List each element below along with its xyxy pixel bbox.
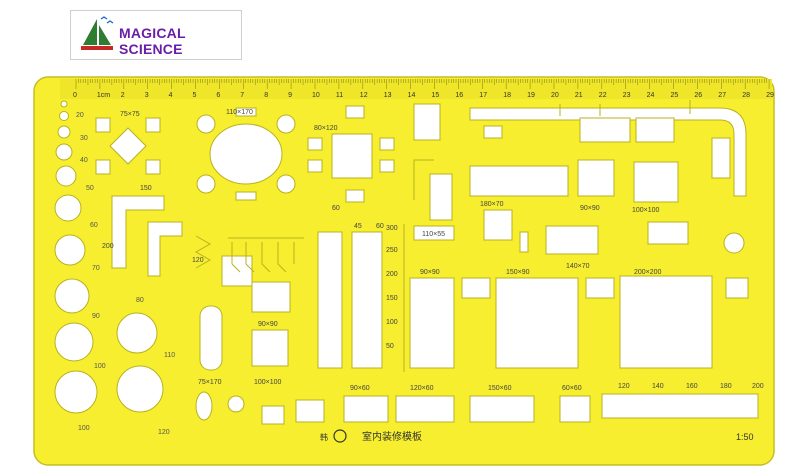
ruler-number: 1cm: [97, 92, 110, 99]
brand-logo: MAGICAL SCIENCE: [70, 10, 242, 60]
ruler-number: 27: [718, 92, 726, 99]
label: 200: [102, 243, 114, 250]
oval-table-cutout: [196, 107, 296, 201]
stencil-title: 室内装修模板: [362, 430, 422, 443]
circle-label: 100: [94, 363, 106, 370]
label: 80×120: [314, 125, 338, 132]
zigzag-cutout: [194, 235, 212, 269]
label: 150×60: [488, 385, 512, 392]
ruler-number: 12: [360, 92, 368, 99]
circle-label: 30: [80, 135, 88, 142]
ruler-number: 20: [551, 92, 559, 99]
label: 110×55: [422, 231, 445, 238]
ruler-number: 6: [216, 92, 220, 99]
ruler-number: 25: [671, 92, 679, 99]
label: 140: [652, 383, 664, 390]
ruler-number: 13: [384, 92, 392, 99]
label: 90×60: [350, 385, 370, 392]
label: 100: [386, 319, 398, 326]
ruler-number: 8: [264, 92, 268, 99]
ruler-number: 24: [647, 92, 655, 99]
label: 150: [140, 185, 152, 192]
ruler-number: 7: [240, 92, 244, 99]
label: 75×170: [198, 379, 222, 386]
ruler-number: 17: [479, 92, 487, 99]
ruler-number: 11: [336, 92, 343, 99]
label: 180×70: [480, 201, 504, 208]
l-shape-cutout: [111, 195, 165, 269]
label: 120: [618, 383, 630, 390]
label: 150×90: [506, 269, 530, 276]
circle-label: 110: [164, 352, 175, 359]
ruler-number: 5: [193, 92, 197, 99]
circle-label: 20: [76, 112, 84, 119]
ruler-number: 21: [575, 92, 583, 99]
label: 120×60: [410, 385, 434, 392]
ruler-ticks: [75, 79, 770, 89]
label: 50: [386, 343, 394, 350]
ruler-number: 29: [766, 92, 774, 99]
label: 100×100: [632, 207, 660, 214]
l-shape-small-cutout: [147, 221, 183, 277]
label: 110×170: [226, 109, 253, 116]
circle-label: 120: [158, 429, 170, 436]
sofa-c-cutout: [429, 173, 453, 221]
label: 90×90: [258, 321, 278, 328]
ruler-number: 18: [503, 92, 511, 99]
label: 75×75: [120, 111, 140, 118]
circle-label: 100: [78, 425, 90, 432]
label: 140×70: [566, 263, 590, 270]
scale-label: 1:50: [736, 432, 754, 442]
dining-table-cutout: [307, 105, 395, 203]
circle-label: 90: [92, 313, 100, 320]
label: 160: [686, 383, 698, 390]
maker-logo-icon: [333, 429, 347, 443]
ruler-number: 15: [432, 92, 440, 99]
label: 200×200: [634, 269, 662, 276]
label: 90×90: [580, 205, 600, 212]
ruler-number: 2: [121, 92, 125, 99]
ruler-number: 4: [169, 92, 173, 99]
square-table-cutout: [95, 117, 161, 175]
label: 180: [720, 383, 732, 390]
label: 60: [376, 223, 384, 230]
label: 90×90: [420, 269, 440, 276]
label: 60: [332, 205, 340, 212]
circle-label: 40: [80, 157, 88, 164]
ruler-number: 3: [145, 92, 149, 99]
label: 200: [386, 271, 398, 278]
ruler-number: 23: [623, 92, 631, 99]
ruler-number: 28: [742, 92, 750, 99]
label: 45: [354, 223, 362, 230]
ruler-number: 26: [694, 92, 702, 99]
ruler-number: 0: [73, 92, 77, 99]
ruler-number: 14: [408, 92, 416, 99]
chair-symbols: [228, 100, 691, 273]
label: 120: [192, 257, 204, 264]
circle-label: 60: [90, 222, 98, 229]
label: 300: [386, 225, 398, 232]
ruler-number: 9: [288, 92, 292, 99]
brand-name: MAGICAL SCIENCE: [119, 25, 186, 57]
label: 100×100: [254, 379, 282, 386]
label: 200: [752, 383, 764, 390]
sofa-l-cutout: [469, 107, 747, 197]
ruler-number: 10: [312, 92, 320, 99]
label: 60×60: [562, 385, 582, 392]
circle-templates: [54, 100, 164, 414]
ruler-strip: [60, 79, 772, 99]
ruler-number: 19: [527, 92, 535, 99]
ruler-number: 16: [455, 92, 463, 99]
maker-mark: 韩: [320, 432, 328, 442]
sailboat-icon: [81, 16, 114, 50]
label: 250: [386, 247, 398, 254]
circle-label: 70: [92, 265, 100, 272]
label: 150: [386, 295, 398, 302]
circle-label: 80: [136, 297, 144, 304]
circle-label: 50: [86, 185, 94, 192]
ruler-number: 22: [599, 92, 607, 99]
